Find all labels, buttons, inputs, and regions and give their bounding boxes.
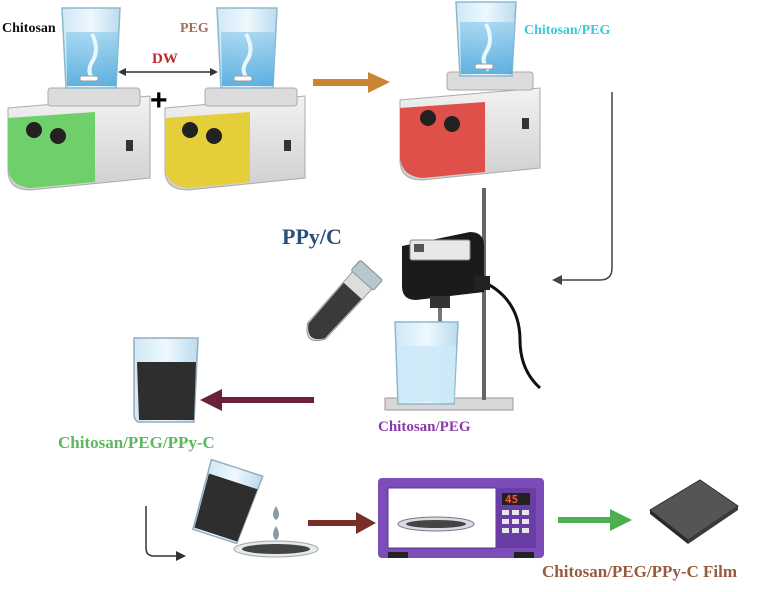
arrow-to-oven xyxy=(308,512,376,534)
final-film xyxy=(649,479,739,544)
label-ppy-c: PPy/C xyxy=(282,224,342,249)
beaker-chitosan xyxy=(61,7,121,89)
microwave-display: 45 xyxy=(505,493,519,506)
pouring-beaker xyxy=(192,458,264,545)
arrow-to-film xyxy=(558,509,632,531)
magnetic-stirrer-yellow xyxy=(164,87,306,191)
drop xyxy=(273,506,279,540)
dw-double-arrow xyxy=(118,68,218,76)
arrow-to-casting xyxy=(145,506,186,561)
label-chitosan-peg-homogenizer: Chitosan/PEG xyxy=(378,419,471,435)
arrow-to-mixing xyxy=(313,72,390,93)
beaker-homogenizer xyxy=(394,321,459,405)
beaker-peg xyxy=(216,7,278,89)
label-chitosan-peg-ppy-c: Chitosan/PEG/PPy-C xyxy=(58,433,215,452)
petri-dish-casting xyxy=(233,540,319,558)
label-chitosan-peg-top: Chitosan/PEG xyxy=(524,23,611,38)
label-film: Chitosan/PEG/PPy-C Film xyxy=(542,562,738,581)
label-peg: PEG xyxy=(180,21,209,36)
ppy-c-tube xyxy=(306,260,383,342)
arrow-to-blend-beaker xyxy=(200,389,314,411)
arrow-to-homogenizer xyxy=(552,92,613,285)
beaker-blend xyxy=(133,337,199,423)
microwave-oven xyxy=(378,478,544,558)
beaker-chitosan-peg xyxy=(455,1,517,77)
magnetic-stirrer-green xyxy=(7,87,151,191)
label-chitosan: Chitosan xyxy=(2,21,56,36)
magnetic-stirrer-red xyxy=(399,71,541,181)
label-dw: DW xyxy=(152,51,178,67)
label-plus: + xyxy=(150,84,168,117)
